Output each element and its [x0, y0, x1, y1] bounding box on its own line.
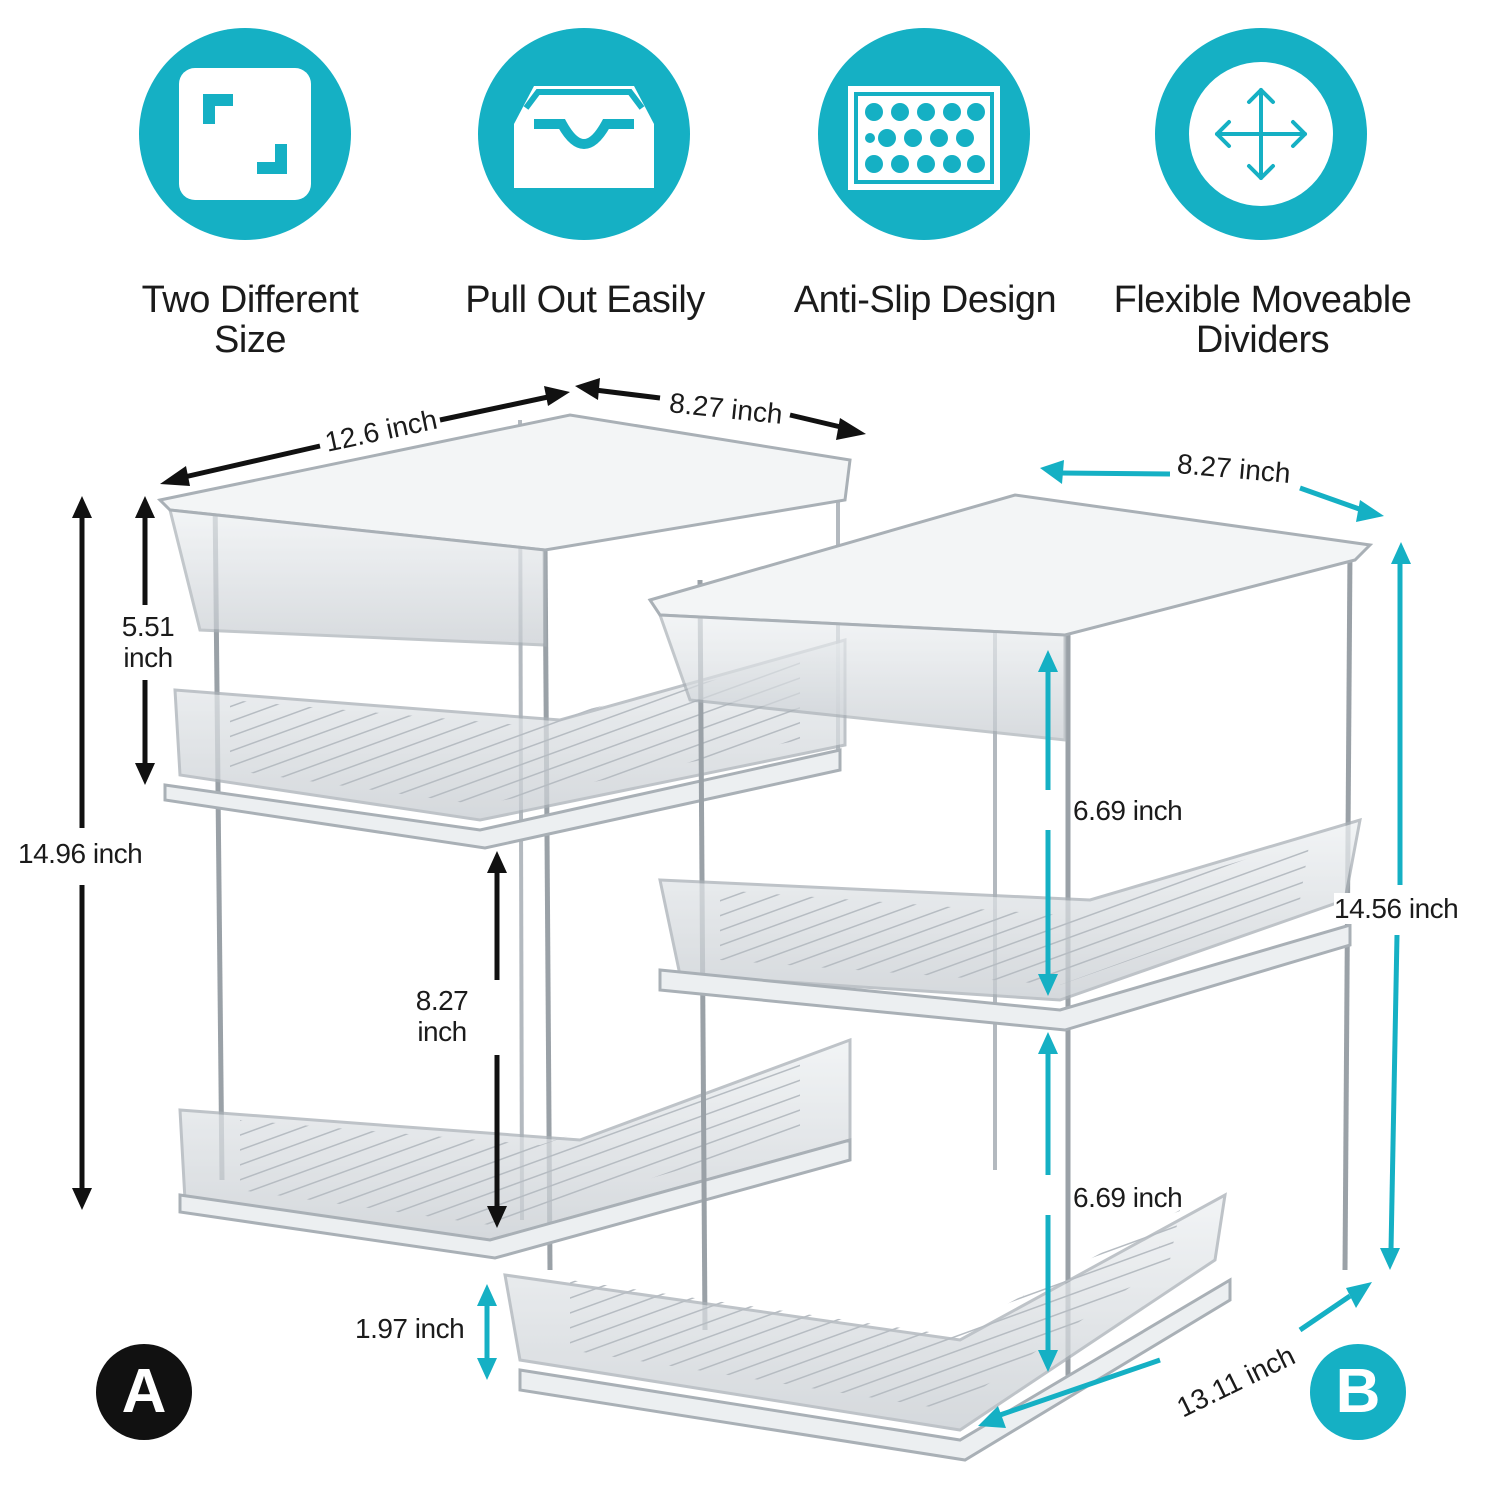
dim-value: 8.27	[415, 985, 469, 1016]
badge-b: B	[1310, 1344, 1406, 1440]
feature-title-line: Dividers	[1195, 319, 1330, 361]
move-arrows-icon	[1189, 62, 1333, 206]
feature-anti-slip	[818, 28, 1030, 240]
badge-a: A	[96, 1344, 192, 1440]
tray-icon	[514, 86, 654, 188]
dim-b-depth: 13.11 inch	[1172, 1340, 1300, 1424]
feature-title-two-sizes: Two Different Size	[80, 280, 420, 360]
dim-unit: inch	[123, 642, 173, 673]
dim-a-top-drawer-height: 5.51 inch	[112, 611, 184, 673]
dim-b-foot-height: 1.97 inch	[355, 1313, 465, 1344]
feature-title-line: Anti-Slip Design	[793, 279, 1057, 321]
dim-a-depth: 8.27 inch	[668, 387, 784, 430]
dim-a-tier-gap: 8.27 inch	[406, 985, 478, 1047]
feature-title-anti-slip: Anti-Slip Design	[770, 280, 1080, 320]
dim-unit: inch	[417, 1016, 467, 1047]
organizer-a	[156, 413, 852, 1271]
dim-b-width: 8.27 inch	[1176, 448, 1292, 489]
feature-title-dividers: Flexible Moveable Dividers	[1090, 280, 1435, 360]
feature-moveable-dividers	[1155, 28, 1367, 240]
anti-slip-mat-icon	[848, 86, 1000, 190]
feature-title-line: Flexible Moveable	[1113, 279, 1412, 321]
dim-a-total-height: 14.96 inch	[18, 838, 143, 869]
feature-title-line: Size	[214, 319, 286, 361]
dim-b-tier-height-upper: 6.69 inch	[1073, 795, 1183, 826]
dim-b-total-height: 14.56 inch	[1334, 893, 1459, 924]
feature-title-line: Pull Out Easily	[465, 279, 705, 321]
dim-value: 5.51	[121, 611, 175, 642]
feature-title-pull-out: Pull Out Easily	[430, 280, 740, 320]
resize-icon	[179, 68, 311, 200]
feature-two-sizes	[139, 28, 351, 240]
feature-pull-out	[478, 28, 690, 240]
feature-title-line: Two Different	[141, 279, 359, 321]
dimension-arrows-b	[477, 460, 1411, 1428]
dimension-arrows-a	[72, 378, 866, 1228]
dim-b-tier-height-lower: 6.69 inch	[1073, 1182, 1183, 1213]
organizer-b	[503, 493, 1374, 1462]
